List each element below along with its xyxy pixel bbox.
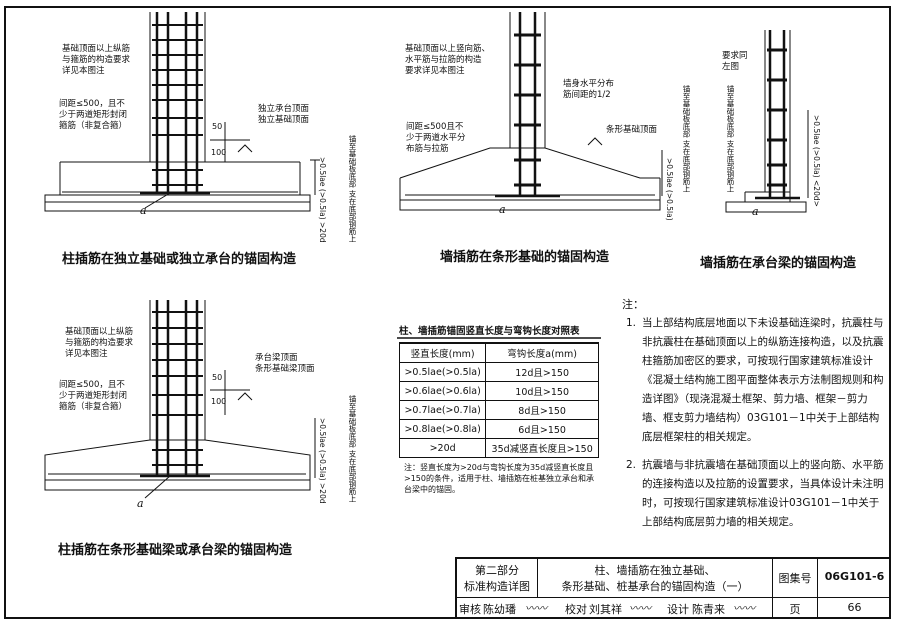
table-row: >0.8lae(>0.8la) 6d且>150 bbox=[398, 419, 599, 439]
diagram1-note-top: 基础顶面以上纵筋 与箍筋的构造要求 详见本图注 bbox=[62, 44, 131, 76]
title-block: 第二部分 标准构造详图 柱、墙插筋在独立基础、 条形基础、桩基承台的锚固构造（一… bbox=[455, 557, 891, 619]
diagram2-caption: 墙插筋在条形基础的锚固构造 bbox=[440, 250, 610, 265]
table-cell: >0.5lae(>0.5la) bbox=[398, 362, 487, 382]
diagram1-dim-50: 50 bbox=[212, 122, 223, 131]
diagram4-note-left: 间距≤500，且不 少于两道矩形封闭 箍筋（非复合箍） bbox=[59, 380, 128, 412]
table-note: 注：竖直长度为>20d与弯钩长度为35d减竖直长度且>150的条件，适用于柱、墙… bbox=[404, 463, 594, 494]
table-cell: >0.7lae(>0.7la) bbox=[398, 400, 487, 420]
diagram4-caption: 柱插筋在条形基础梁或承台梁的锚固构造 bbox=[58, 543, 293, 558]
diagram2-a-label: a bbox=[499, 203, 506, 216]
page-label: 页 bbox=[789, 603, 801, 616]
note-item-2: 2. 抗震墙与非抗震墙在基础顶面以上的竖向筋、水平筋的连接构造以及拉筋的设置要求… bbox=[626, 456, 884, 532]
table-cell: 12d且>150 bbox=[485, 362, 599, 382]
note-text: 当上部结构底层地面以下未设基础连梁时，抗震柱与非抗震柱在基础顶面以上的纵筋连接构… bbox=[642, 317, 884, 443]
table-header: 弯钩长度a(mm) bbox=[485, 342, 599, 363]
note-number: 2. bbox=[626, 459, 637, 471]
anchorage-table: 竖直长度(mm) 弯钩长度a(mm) >0.5lae(>0.5la) 12d且>… bbox=[398, 342, 599, 458]
page-number: 66 bbox=[847, 601, 862, 614]
table-cell: >20d bbox=[398, 438, 487, 458]
check-label: 校对 bbox=[565, 603, 587, 616]
check-signature: 〰〰 bbox=[629, 602, 651, 615]
diagram2-note-left: 间距≤500且不 少于两道水平分 布筋与拉筋 bbox=[406, 122, 466, 154]
review-signature: 〰〰 bbox=[525, 602, 547, 615]
table-cell: 8d且>150 bbox=[485, 400, 599, 420]
title-block-title-line2: 条形基础、桩基承台的锚固构造（一） bbox=[561, 580, 749, 593]
diagram1-note-left: 间距≤500，且不 少于两道矩形封闭 箍筋（非复合箍） bbox=[59, 99, 128, 131]
table-row: >20d 35d减竖直长度且>150 bbox=[398, 438, 599, 458]
diagram4-note-right: 承台梁顶面 条形基础梁顶面 bbox=[255, 353, 315, 374]
design-label: 设计 bbox=[667, 603, 689, 616]
diagram1-note-right: 独立承台顶面 独立基础顶面 bbox=[258, 104, 310, 125]
design-signature: 〰〰 bbox=[733, 602, 755, 615]
table-row: >0.7lae(>0.7la) 8d且>150 bbox=[398, 400, 599, 420]
diagram2-note-right: 条形基础顶面 bbox=[606, 125, 658, 135]
notes-heading: 注： bbox=[622, 298, 644, 311]
diagram3-vert-length: >0.5lae (>0.5la) <20d> bbox=[812, 115, 821, 207]
diagram1-dim-100: 100 bbox=[211, 148, 227, 157]
diagram2-vert-support: 锚至基础板底部 支在底部钢筋上 bbox=[682, 85, 691, 193]
drawing-frame bbox=[4, 6, 891, 619]
title-block-part: 第二部分 bbox=[475, 564, 519, 577]
table-row: >0.6lae(>0.6la) 10d且>150 bbox=[398, 381, 599, 401]
diagram1-vert-support: 锚至基础板底部 支在底部钢筋上 bbox=[348, 135, 357, 243]
note-text: 抗震墙与非抗震墙在基础顶面以上的竖向筋、水平筋的连接构造以及拉筋的设置要求，当具… bbox=[642, 459, 884, 528]
table-cell: 35d减竖直长度且>150 bbox=[485, 438, 599, 458]
diagram3-drawing bbox=[725, 30, 809, 213]
diagram3-note-top: 要求同 左图 bbox=[722, 51, 748, 72]
diagram4-dim-100: 100 bbox=[211, 397, 227, 406]
review-name: 陈幼璠 bbox=[483, 603, 516, 616]
review-label: 审核 bbox=[459, 603, 481, 616]
design-name: 陈青来 bbox=[692, 603, 725, 616]
diagram2-vert-length: >0.5lae (>0.5la) bbox=[665, 158, 674, 221]
diagram4-vert-length: >0.5lae (>0.5la) >20d bbox=[318, 418, 327, 504]
table-cell: >0.8lae(>0.8la) bbox=[398, 419, 487, 439]
diagram4-drawing bbox=[44, 300, 316, 499]
diagram2-drawing bbox=[399, 12, 663, 211]
title-block-title-line1: 柱、墙插筋在独立基础、 bbox=[594, 564, 716, 577]
title-block-section: 标准构造详图 bbox=[464, 580, 530, 593]
check-name: 刘其祥 bbox=[589, 603, 622, 616]
table-title: 柱、墙插筋锚固竖直长度与弯钩长度对照表 bbox=[399, 326, 580, 337]
diagram4-a-label: a bbox=[137, 497, 144, 510]
diagram2-note-top: 基础顶面以上竖向筋、 水平筋与拉筋的构造 要求详见本图注 bbox=[405, 44, 491, 76]
table-cell: >0.6lae(>0.6la) bbox=[398, 381, 487, 401]
note-number: 1. bbox=[626, 317, 637, 329]
diagram4-vert-support: 锚至基础板底部 支在底部钢筋上 bbox=[348, 395, 357, 503]
table-cell: 10d且>150 bbox=[485, 381, 599, 401]
diagram4-note-top: 基础顶面以上纵筋 与箍筋的构造要求 详见本图注 bbox=[65, 327, 134, 359]
diagram1-vert-length: >0.5lae (>0.5la) >20d bbox=[318, 157, 327, 243]
atlas-number: 06G101-6 bbox=[824, 570, 885, 583]
diagram3-a-label: a bbox=[752, 205, 759, 218]
table-row: >0.5lae(>0.5la) 12d且>150 bbox=[398, 362, 599, 382]
atlas-label: 图集号 bbox=[778, 572, 812, 585]
diagram1-drawing bbox=[44, 12, 320, 212]
table-cell: 6d且>150 bbox=[485, 419, 599, 439]
diagram4-dim-50: 50 bbox=[212, 373, 223, 382]
diagram3-vert-support: 锚至基础板底部 支在底部钢筋上 bbox=[726, 85, 735, 193]
diagram1-a-label: a bbox=[140, 204, 147, 217]
diagram3-caption: 墙插筋在承台梁的锚固构造 bbox=[700, 256, 857, 271]
diagram1-caption: 柱插筋在独立基础或独立承台的锚固构造 bbox=[62, 252, 297, 267]
table-header: 竖直长度(mm) bbox=[398, 342, 487, 363]
note-item-1: 1. 当上部结构底层地面以下未设基础连梁时，抗震柱与非抗震柱在基础顶面以上的纵筋… bbox=[626, 314, 884, 447]
diagram2-note-mid: 墙身水平分布 筋间距的1/2 bbox=[563, 79, 615, 100]
table-header-row: 竖直长度(mm) 弯钩长度a(mm) bbox=[398, 342, 599, 363]
